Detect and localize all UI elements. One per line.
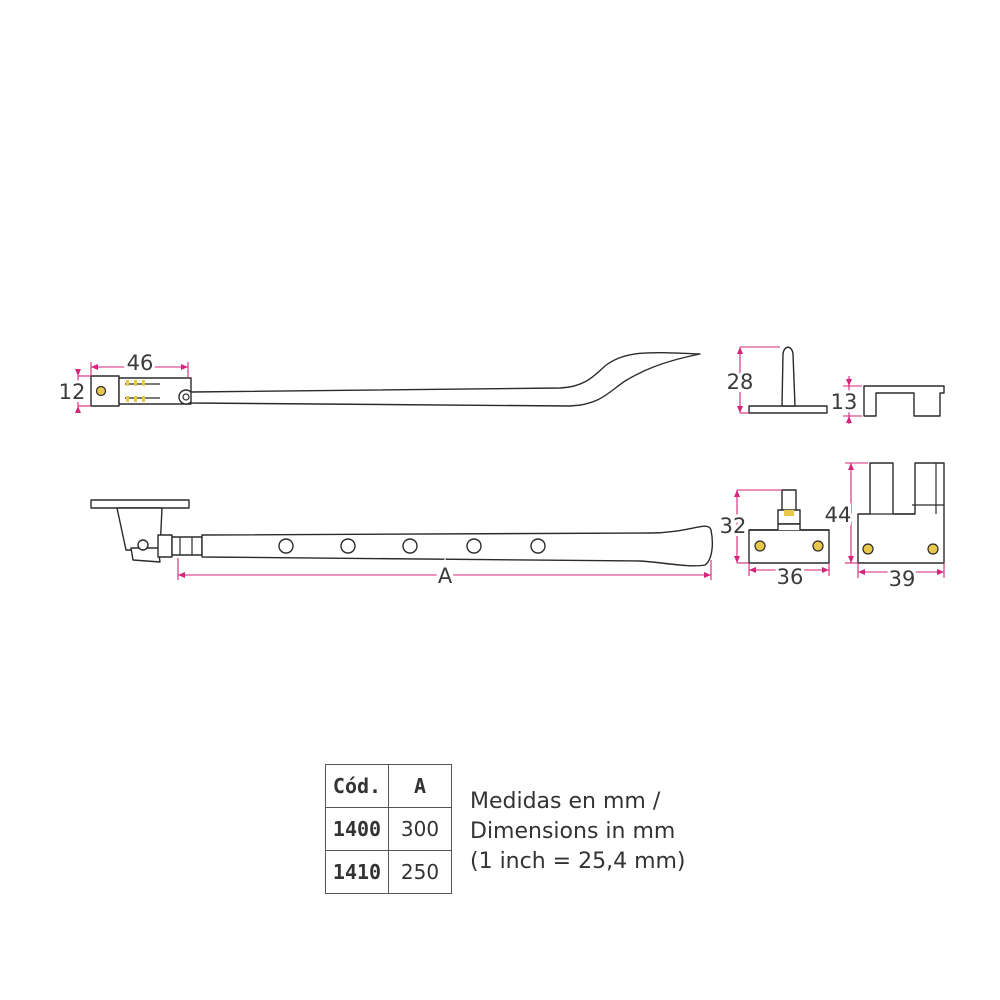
dim-a: A: [177, 558, 712, 592]
dim-46: 46: [90, 348, 189, 378]
dim-32-label: 32: [720, 514, 747, 538]
table-row: 1400 300: [325, 807, 452, 851]
stay-top-screw: [95, 385, 107, 397]
table-cell-code: 1400: [325, 807, 389, 851]
stay-top-view: [90, 351, 701, 407]
table-cell-a: 250: [388, 850, 452, 894]
units-note-line-1: Medidas en mm /: [470, 789, 661, 814]
dim-12: 12: [56, 369, 91, 413]
pin-front-screw-right: [812, 540, 824, 552]
stay-top-arm: [190, 351, 701, 407]
stay-front-hole-3: [402, 538, 418, 554]
units-note-line-2: Dimensions in mm: [470, 819, 676, 844]
units-note-line-3: (1 inch = 25,4 mm): [470, 849, 686, 874]
dim-44-label: 44: [825, 503, 852, 527]
dim-44: 44: [822, 462, 868, 564]
pin-side-view: [748, 346, 828, 414]
dim-13: 13: [828, 376, 862, 424]
stay-front-connector: [171, 536, 203, 556]
stay-front-hinge-block: [157, 534, 173, 558]
dim-39-label: 39: [889, 567, 916, 591]
dim-a-label: A: [438, 564, 453, 588]
dim-32: 32: [717, 489, 782, 564]
units-note: Medidas en mm / Dimensions in mm (1 inch…: [470, 787, 686, 877]
dim-36-label: 36: [777, 565, 804, 589]
pin-front-screw-left: [754, 540, 766, 552]
keeper-front-screw-right: [927, 543, 939, 555]
spec-table: Cód. A 1400 300 1410 250: [325, 764, 452, 894]
keeper-side-view: [863, 385, 945, 417]
pin-front-post: [781, 489, 797, 513]
table-header-row: Cód. A: [325, 764, 452, 808]
dim-36: 36: [748, 562, 830, 592]
table-header-a: A: [388, 764, 452, 808]
stay-front-bracket-plate: [90, 499, 190, 509]
keeper-front-screw-left: [862, 543, 874, 555]
table-header-code: Cód.: [325, 764, 389, 808]
keeper-front-body: [857, 462, 945, 564]
pin-front-view: [748, 489, 830, 564]
stay-front-arm: [201, 525, 714, 567]
stay-front-view: [90, 499, 714, 567]
table-row: 1410 250: [325, 850, 452, 894]
dim-46-label: 46: [127, 351, 154, 375]
keeper-side-body: [863, 385, 945, 417]
pin-front-top-edge: [749, 523, 829, 531]
dim-12-label: 12: [59, 380, 86, 404]
stay-front-hinge-lower: [130, 547, 161, 563]
pin-side-post: [781, 346, 796, 407]
dim-28: 28: [724, 346, 780, 414]
keeper-front-view: [857, 462, 945, 564]
stay-front-hole-5: [530, 538, 546, 554]
stay-top-base-plate: [90, 375, 120, 407]
stay-front-hole-4: [466, 538, 482, 554]
dim-28-label: 28: [727, 370, 754, 394]
stay-front-pivot: [137, 539, 149, 551]
dim-13-label: 13: [831, 390, 858, 414]
table-cell-a: 300: [388, 807, 452, 851]
stay-front-hole-1: [278, 538, 294, 554]
stay-front-hole-2: [340, 538, 356, 554]
table-cell-code: 1410: [325, 850, 389, 894]
pin-side-plate: [748, 405, 828, 414]
dim-39: 39: [857, 563, 945, 594]
